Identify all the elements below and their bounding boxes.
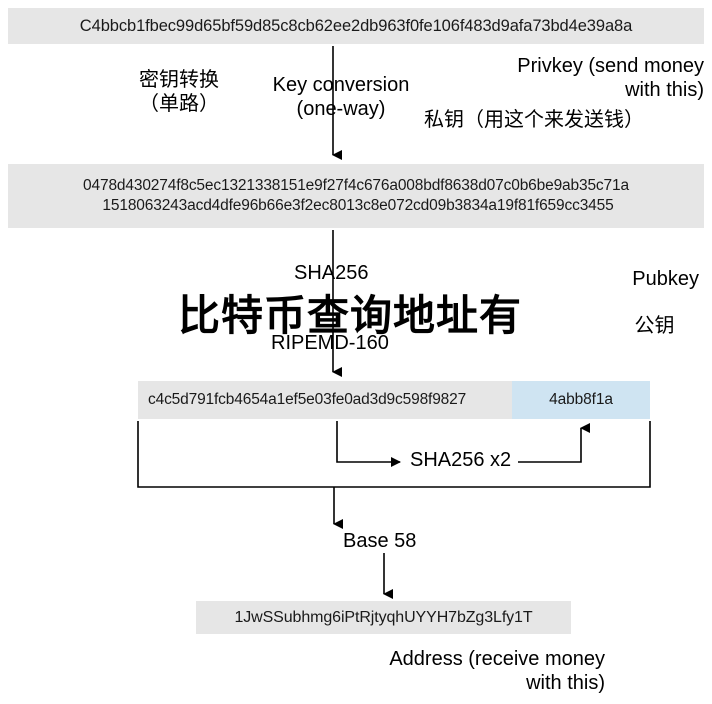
sha256-x2-step-label: SHA256 x2: [410, 449, 512, 471]
private-key-value-box: C4bbcb1fbec99d65bf59d85c8cb62ee2db963f0f…: [8, 8, 704, 44]
address-label-english: Address (receive money with this): [389, 648, 605, 694]
hash160-value-box: c4c5d791fcb4654a1ef5e03fe0ad3d9c598f9827: [138, 381, 512, 419]
checksum-value-box: 4abb8f1a: [512, 381, 650, 419]
ripemd160-step-label: RIPEMD-160: [271, 332, 389, 354]
private-key-value: C4bbcb1fbec99d65bf59d85c8cb62ee2db963f0f…: [79, 16, 633, 35]
public-key-value-line-1: 0478d430274f8c5ec1321338151e9f27f4c676a0…: [83, 177, 629, 195]
checksum-value: 4abb8f1a: [549, 391, 613, 408]
public-key-label-chinese: 公钥: [634, 314, 675, 337]
sha256-step-label: SHA256: [294, 262, 369, 284]
public-key-label-english: Pubkey: [632, 267, 699, 290]
public-key-value-box: 0478d430274f8c5ec1321338151e9f27f4c676a0…: [8, 164, 704, 228]
public-key-label: Pubkey 公钥: [610, 244, 699, 386]
address-value: 1JwSSubhmg6iPtRjtyqhUYYH7bZg3Lfy1T: [234, 608, 533, 626]
hash160-value: c4c5d791fcb4654a1ef5e03fe0ad3d9c598f9827: [148, 391, 467, 408]
public-key-value-line-2: 1518063243acd4dfe96b66e3f2ec8013c8e072cd…: [102, 197, 614, 214]
base58-step-label: Base 58: [343, 530, 417, 552]
key-conversion-label-chinese: 密钥转换 （单路）: [139, 67, 219, 115]
private-key-label-english: Privkey (send money with this): [517, 55, 704, 101]
key-conversion-label-english: Key conversion (one-way): [272, 74, 410, 120]
chinese-watermark-text: 比特币查询地址有: [178, 291, 523, 340]
private-key-label-chinese: 私钥（用这个来发送钱）: [424, 107, 644, 131]
address-value-box: 1JwSSubhmg6iPtRjtyqhUYYH7bZg3Lfy1T: [196, 601, 571, 634]
